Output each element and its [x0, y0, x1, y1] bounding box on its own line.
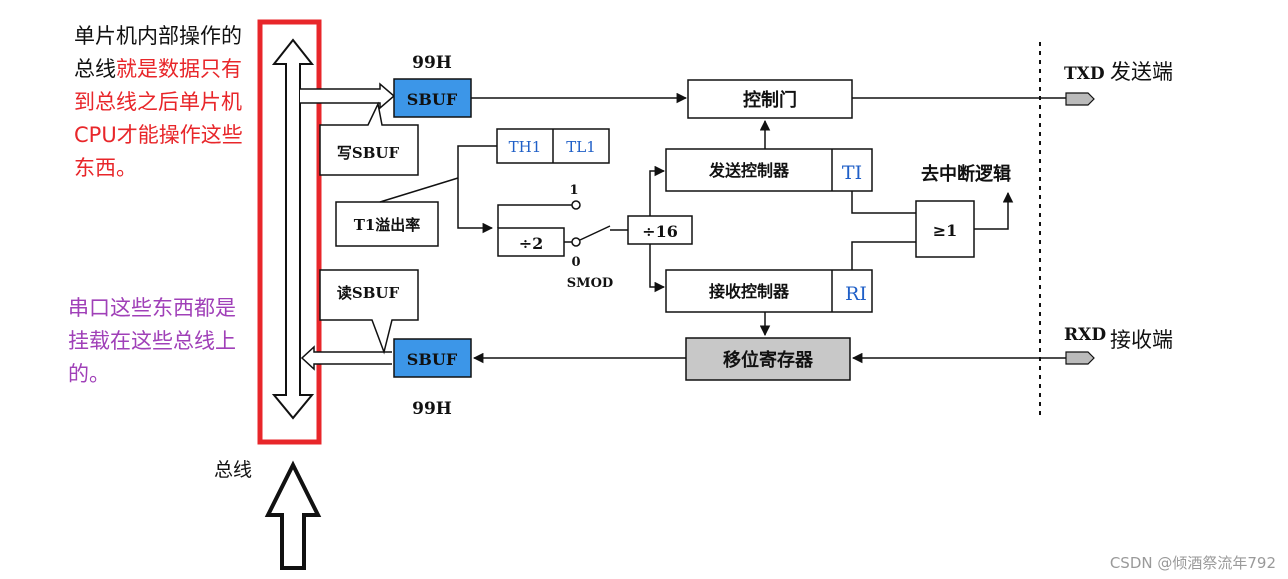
receive-controller-box — [665, 269, 873, 313]
read-sbuf-callout — [319, 269, 419, 355]
divide-by-16-box — [627, 215, 693, 245]
annotation-red-text: 就是数据只有到总线之后单片机CPU才能操作这些东西。 — [74, 57, 243, 180]
switch-terminal-0 — [571, 237, 581, 247]
read-sbuf-label: 读SBUF — [337, 284, 400, 302]
sbuf-rx-address: 99H — [412, 399, 452, 419]
rxd-label: RXD — [1064, 325, 1106, 345]
annotation-bus-explanation: 单片机内部操作的总线就是数据只有到总线之后单片机CPU才能操作这些东西。 — [74, 20, 254, 185]
rxd-pin-icon — [1065, 351, 1095, 365]
ti-flag-label: TI — [842, 162, 862, 184]
switch-1-label: 1 — [569, 183, 578, 198]
t1-overflow-box — [335, 201, 439, 247]
rx-controller-label: 接收控制器 — [709, 282, 790, 301]
th1-label: TH1 — [509, 138, 542, 156]
txd-description: 发送端 — [1110, 60, 1173, 84]
bus-highlight-frame — [257, 19, 322, 445]
txd-label: TXD — [1064, 64, 1105, 84]
t1-to-div2-line — [457, 145, 497, 234]
control-gate-label: 控制门 — [743, 89, 797, 111]
transmit-controller-box — [665, 148, 873, 192]
write-sbuf-callout — [319, 101, 419, 176]
txd-pin-icon — [1065, 92, 1095, 106]
write-sbuf-label: 写SBUF — [337, 144, 400, 162]
tx-controller-label: 发送控制器 — [708, 161, 790, 180]
tl1-label: TL1 — [566, 138, 596, 156]
rxd-description: 接收端 — [1110, 328, 1173, 352]
ri-flag-label: RI — [845, 283, 867, 305]
internal-bus-arrow — [271, 38, 315, 420]
div2-label: ÷2 — [519, 234, 544, 253]
or-gate-box — [915, 200, 975, 258]
sbuf-rx-to-bus-arrow — [300, 345, 392, 371]
bus-pointer-arrow — [264, 460, 322, 570]
bus-to-sbuf-tx-arrow — [300, 82, 396, 110]
or-gate-label: ≥1 — [933, 221, 958, 240]
control-gate-box — [687, 79, 853, 119]
shift-register-box — [685, 337, 851, 381]
sbuf-receive-register — [393, 338, 472, 378]
divide-by-2-box — [497, 227, 565, 257]
sbuf-rx-label: SBUF — [407, 350, 458, 369]
sbuf-tx-address: 99H — [412, 53, 452, 73]
shift-register-label: 移位寄存器 — [723, 349, 814, 371]
div16-label: ÷16 — [642, 222, 678, 241]
smod-switch-blade — [579, 225, 611, 241]
interrupt-logic-label: 去中断逻辑 — [921, 163, 1011, 185]
switch-0-label: 0 — [571, 255, 580, 270]
bus-label: 总线 — [214, 459, 253, 481]
sbuf-tx-label: SBUF — [407, 90, 458, 109]
annotation-black-text: 单片机内部操作的总线 — [74, 24, 242, 81]
annotation-serial-explanation: 串口这些东西都是挂载在这些总线上的。 — [68, 296, 236, 386]
switch-terminal-1 — [571, 200, 581, 210]
smod-label: SMOD — [567, 276, 613, 291]
t1-overflow-label: T1溢出率 — [354, 216, 421, 234]
watermark: CSDN @倾酒祭流年792 — [1109, 554, 1276, 572]
